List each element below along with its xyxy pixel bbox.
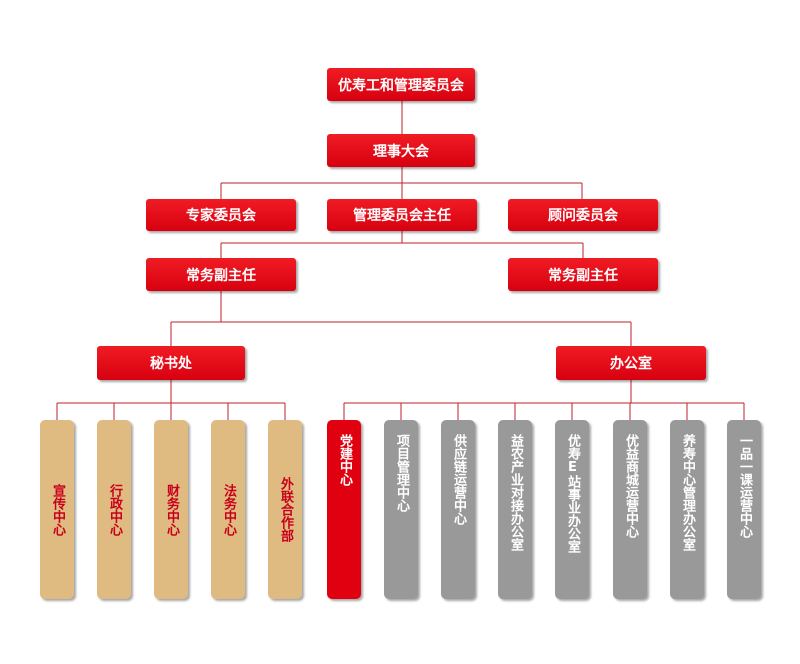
director-box: 管理委员会主任 — [327, 199, 477, 231]
advisors-committee-box: 顾问委员会 — [508, 199, 658, 231]
office-unit: 益农产业对接办公室 — [498, 420, 532, 599]
top-committee-box: 优寿工和管理委员会 — [327, 68, 475, 101]
office-unit: 项目管理中心 — [384, 420, 418, 599]
vice-director-right-box: 常务副主任 — [508, 258, 658, 291]
office-unit: 党建中心 — [327, 420, 361, 599]
secretariat-unit: 行政中心 — [97, 420, 131, 599]
office-box: 办公室 — [556, 346, 706, 380]
secretariat-unit: 财务中心 — [154, 420, 188, 599]
secretariat-unit: 外联合作部 — [268, 420, 302, 599]
assembly-box: 理事大会 — [327, 134, 475, 167]
vice-director-left-box: 常务副主任 — [146, 258, 296, 291]
office-unit: 供应链运营中心 — [441, 420, 475, 599]
office-unit: 优益商城运营中心 — [613, 420, 647, 599]
secretariat-box: 秘书处 — [97, 346, 245, 380]
experts-committee-box: 专家委员会 — [146, 199, 296, 231]
office-unit: 养寿中心管理办公室 — [670, 420, 704, 599]
secretariat-unit: 法务中心 — [211, 420, 245, 599]
office-unit: 一品一课运营中心 — [727, 420, 761, 599]
secretariat-unit: 宣传中心 — [40, 420, 74, 599]
office-unit: 优寿E站事业办公室 — [555, 420, 589, 599]
